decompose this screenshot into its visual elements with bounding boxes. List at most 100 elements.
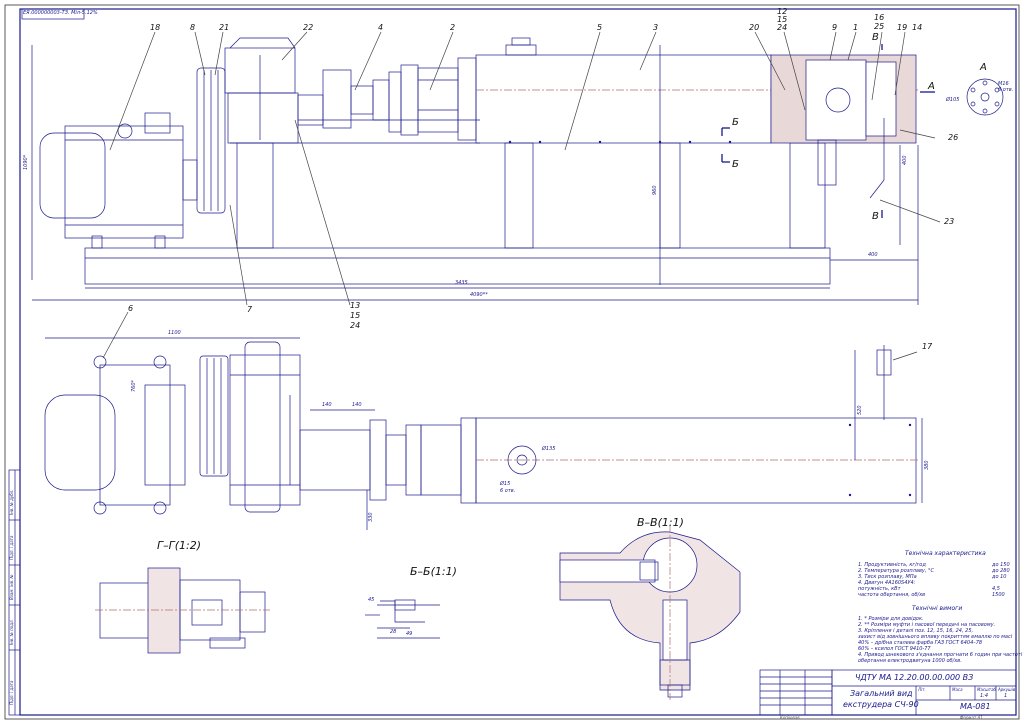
callout-24-lower: 24 — [350, 321, 361, 330]
tech-char-value: до 150 — [992, 562, 1010, 568]
title-name-1: Загальний вид — [850, 689, 913, 698]
section-b-dim-28: 28 — [390, 629, 397, 635]
callout-15: 15 — [777, 15, 788, 24]
dim-380: 380 — [924, 460, 930, 470]
callout-4: 4 — [378, 23, 384, 32]
dim-right-400: 400 — [868, 252, 878, 258]
tech-char-key: 4. Двигун 4А160S4У4: — [858, 580, 916, 586]
tech-req-line: обертання електродвигуна 1000 об/хв. — [858, 658, 962, 664]
title-name-2: екструдера СЧ-90 — [843, 700, 919, 709]
callout-13: 13 — [350, 301, 361, 310]
callout-20: 20 — [749, 23, 760, 32]
tech-char-key: 3. Тиск розплаву, МПа — [858, 574, 917, 580]
callout-3: 3 — [653, 23, 659, 32]
main-elevation-view — [31, 31, 941, 306]
section-mark-a: А — [928, 81, 935, 92]
tech-char-value: 4,5 — [992, 586, 1000, 592]
callout-26: 26 — [948, 133, 959, 142]
title-block — [759, 669, 1017, 716]
tech-char-value: 1500 — [992, 592, 1005, 598]
side-strip-4: Підп. і дата — [9, 680, 14, 705]
stamp-box — [21, 8, 85, 20]
tech-req-line: 4. Привод шнекового з'єднання прогнати 6… — [858, 652, 1023, 658]
section-mark-b-upper: Б — [732, 117, 739, 128]
tech-char-key: частота обертання, об/хв — [858, 592, 926, 598]
section-g-g-title: Г–Г(1:2) — [157, 539, 202, 552]
section-v-v-title: В–В(1:1) — [637, 516, 684, 529]
title-lit: Літ. — [918, 687, 926, 692]
tech-char-key: 1. Продуктивність, кг/год — [858, 562, 926, 568]
callout-2: 2 — [450, 23, 456, 32]
section-mark-b-lower: Б — [732, 159, 739, 170]
section-b-dim-49: 49 — [406, 631, 413, 637]
side-strip-0: Інв. № дубл. — [9, 489, 14, 515]
tech-req-line: захист від зовнішнього впливу покриттям … — [858, 634, 1013, 640]
section-b-b — [365, 599, 440, 639]
callout-16: 16 — [874, 13, 885, 22]
dim-flange-dia: Ø135 — [542, 446, 556, 452]
tech-char-value: до 280 — [992, 568, 1010, 574]
dim-height-left: 1090* — [23, 154, 29, 170]
callout-5: 5 — [597, 23, 603, 32]
side-strip-3: Інв. № подл. — [9, 619, 14, 645]
dim-3435: 3435 — [455, 280, 468, 286]
callout-6: 6 — [128, 304, 134, 313]
dim-width-top: 1100 — [168, 330, 181, 336]
dim-330: 330 — [368, 512, 374, 522]
dim-holes-count: 6 отв. — [500, 488, 516, 494]
detail-a-flange — [966, 78, 1004, 116]
bottom-format: Формат А1 — [960, 715, 983, 720]
detail-a-thread: М16 — [998, 81, 1009, 87]
side-strip-2: Взам. інв. № — [9, 574, 14, 600]
dim-760: 760* — [131, 379, 137, 392]
tech-char-key: 2. Температура розплаву, °С — [858, 568, 935, 574]
dim-520: 520 — [857, 405, 863, 415]
section-b-dim-45: 45 — [368, 597, 375, 603]
section-mark-v-lower: В — [872, 211, 879, 222]
callout-21: 21 — [219, 23, 230, 32]
title-scale: Масштаб — [977, 687, 997, 692]
tech-char-value: до 10 — [992, 574, 1007, 580]
callout-7: 7 — [247, 305, 253, 314]
title-scale-value: 1:4 — [980, 693, 989, 699]
tech-char-key: потужність, кВт — [858, 586, 901, 592]
side-strip-1: Підп. і дата — [9, 535, 14, 560]
dim-140-a: 140 — [322, 402, 332, 408]
callout-25: 25 — [874, 22, 885, 31]
dim-4090: 4090** — [470, 292, 488, 298]
tech-req-title: Технічні вимоги — [912, 605, 963, 612]
tech-req-line: 60% – ксилол ГОСТ 9410-77 — [858, 646, 931, 652]
callout-23: 23 — [944, 217, 955, 226]
callout-18: 18 — [150, 23, 161, 32]
inner-frame — [19, 8, 1017, 716]
callout-17: 17 — [922, 342, 933, 351]
title-mass: Маса — [952, 687, 963, 692]
callout-15-lower: 15 — [350, 311, 361, 320]
tech-req-line: 2. ** Розміри муфти і пасової передачі н… — [858, 622, 996, 628]
dim-holes-dia: Ø15 — [500, 481, 511, 487]
tech-char-title: Технічна характеристика — [905, 550, 986, 557]
detail-a-label: А — [980, 62, 987, 73]
dim-depth-mid: 960 — [652, 185, 658, 195]
dim-right-h: 400 — [902, 155, 908, 165]
bolt-markers — [508, 140, 912, 497]
callout-19: 19 — [897, 23, 908, 32]
bottom-copied: Копіював — [780, 715, 800, 720]
section-v-v — [559, 525, 741, 700]
section-b-b-title: Б–Б(1:1) — [410, 565, 457, 578]
section-g-g — [95, 567, 270, 654]
title-org: МА-081 — [960, 702, 991, 711]
left-side-strip — [8, 469, 21, 716]
title-code: ЧДТУ МА 12.20.00.00.000 ВЗ — [855, 673, 974, 682]
section-mark-v-upper: В — [872, 32, 879, 43]
dim-140-b: 140 — [352, 402, 362, 408]
tech-req-line: 40% – дрібна сталева фарба ГАЗ ГОСТ 6404… — [858, 640, 983, 646]
callout-14: 14 — [912, 23, 923, 32]
tech-req-line: 1. * Розміри для довідок. — [858, 616, 924, 622]
callout-12: 12 — [777, 7, 788, 16]
detail-a-holes: 6 отв. — [998, 87, 1014, 93]
title-sheets: Аркушів — [998, 687, 1016, 692]
callout-1: 1 — [853, 23, 859, 32]
